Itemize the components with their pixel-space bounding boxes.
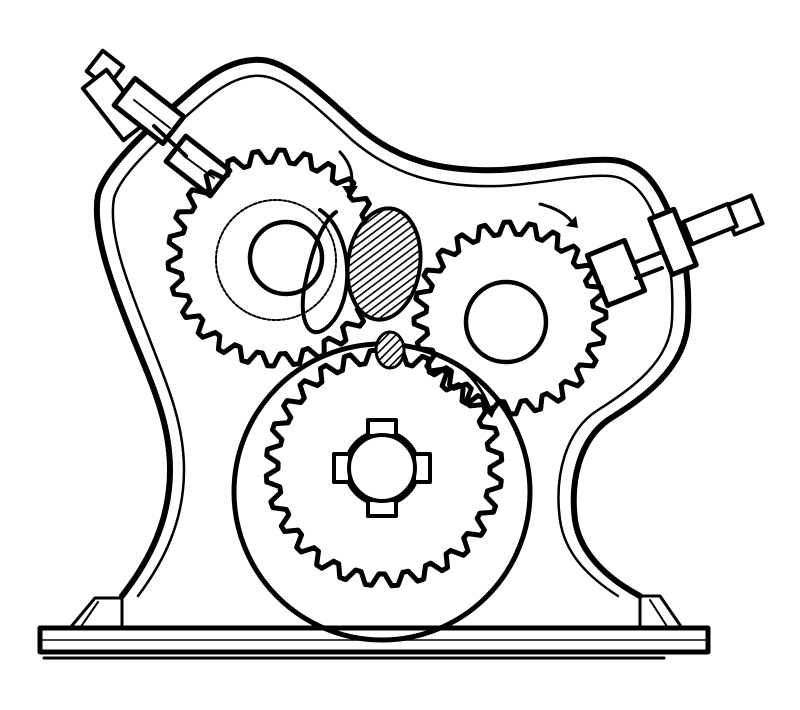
upper-right-gear — [411, 219, 609, 417]
rotation-arrows — [338, 150, 578, 418]
small-cam-lobe — [374, 330, 406, 370]
base-plate — [37, 594, 711, 660]
upper-left-gear — [165, 147, 387, 369]
left-shaft-bearing — [80, 48, 233, 199]
frame — [93, 56, 692, 599]
lower-gear — [263, 347, 505, 589]
right-shaft-bearing — [584, 193, 765, 309]
hatched-cam-lobe — [345, 206, 423, 322]
